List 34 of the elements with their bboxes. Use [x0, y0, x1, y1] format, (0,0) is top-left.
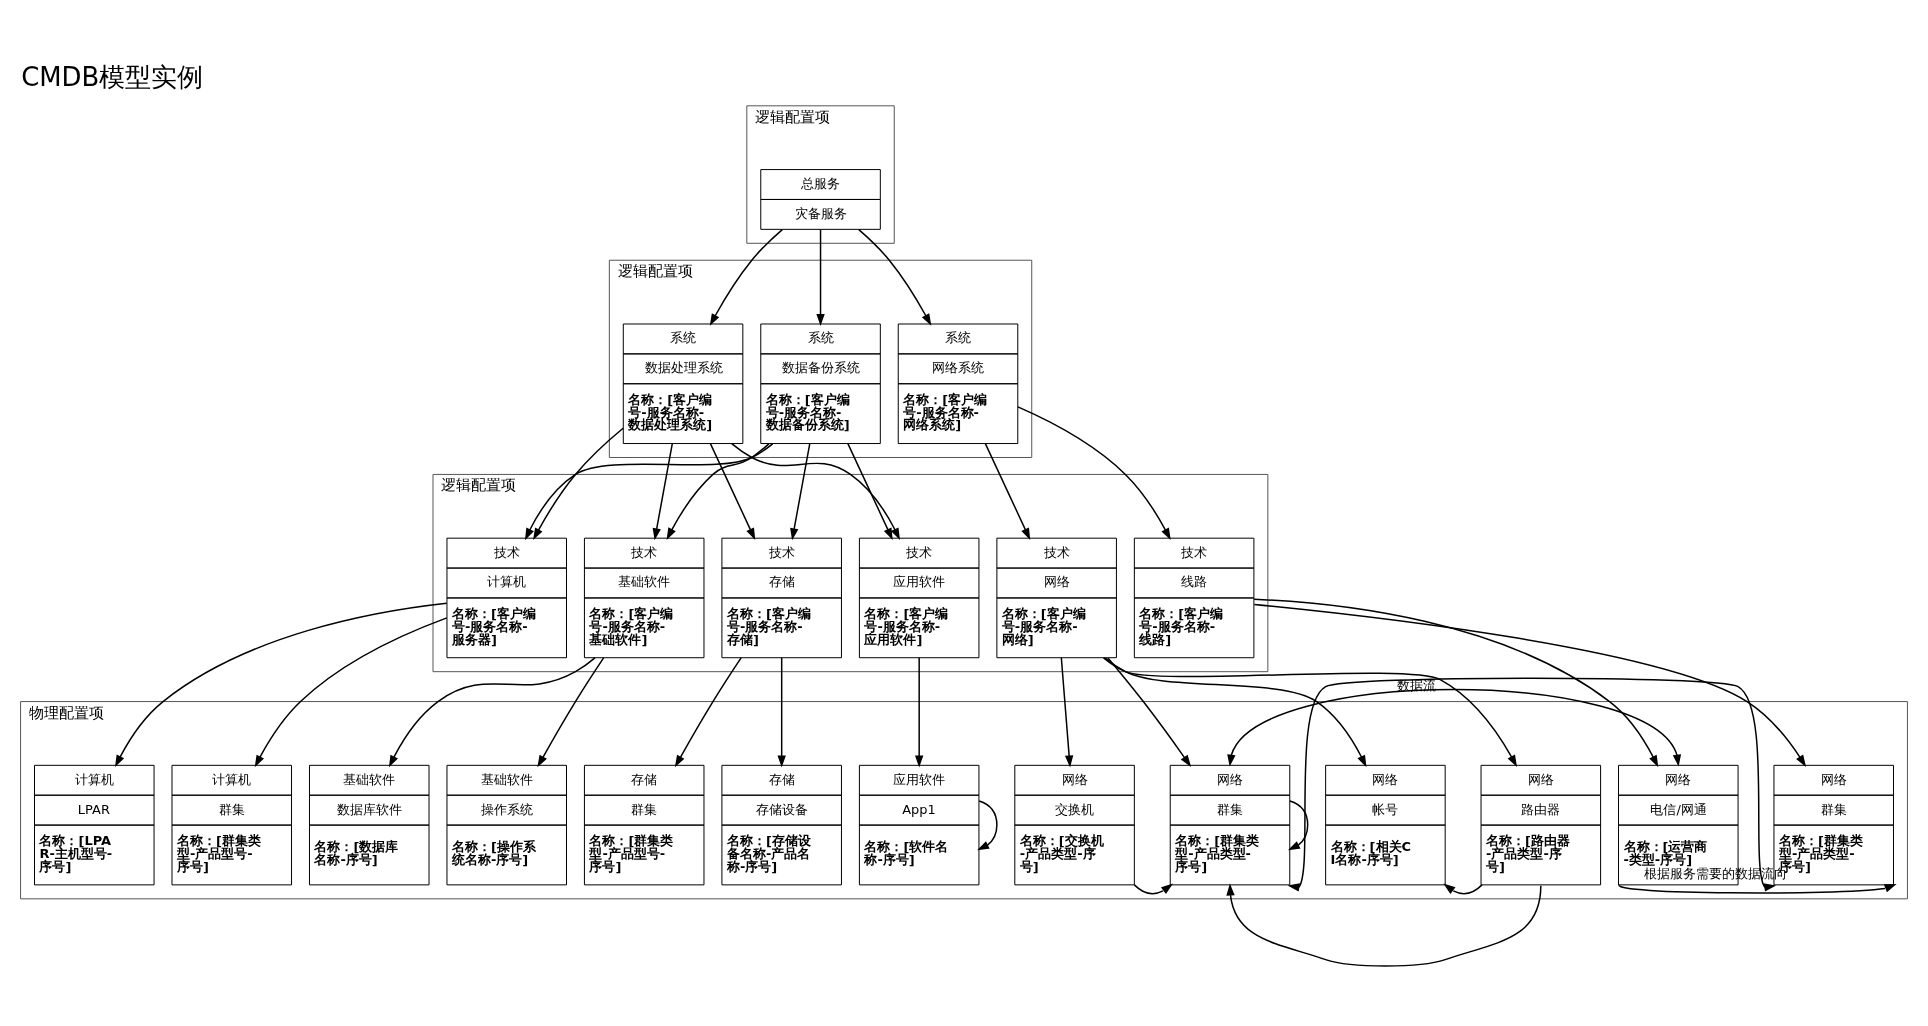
arrow [1107, 656, 1192, 767]
arrow [709, 442, 756, 540]
arrow [1102, 656, 1518, 767]
arrow [537, 656, 605, 767]
arrow [1253, 598, 1659, 767]
arrow [1060, 656, 1074, 767]
arrow [790, 442, 811, 540]
arrow [777, 656, 786, 767]
arrow [388, 656, 596, 767]
arrow [977, 799, 998, 850]
arrow [254, 616, 448, 767]
arrow [816, 228, 825, 326]
arrow [1227, 688, 1682, 767]
arrow [115, 602, 448, 767]
arrow [1287, 799, 1309, 850]
arrow [914, 656, 924, 767]
arrow [730, 442, 900, 540]
diagram-title: CMDB模型实例 [21, 61, 204, 92]
arrow [666, 442, 770, 540]
arrow [1104, 656, 1367, 767]
arrow [1287, 676, 1777, 892]
arrow [1017, 405, 1171, 540]
arrow [1443, 883, 1483, 894]
arrow [1133, 883, 1174, 894]
arrow [1226, 883, 1542, 967]
arrow [709, 228, 784, 326]
arrow [984, 442, 1031, 540]
arrow [847, 442, 893, 540]
arrow [533, 426, 624, 540]
arrow [858, 228, 932, 326]
arrow [652, 442, 674, 540]
arrow [1253, 603, 1807, 767]
arrow [524, 442, 774, 540]
arrow [674, 656, 742, 767]
